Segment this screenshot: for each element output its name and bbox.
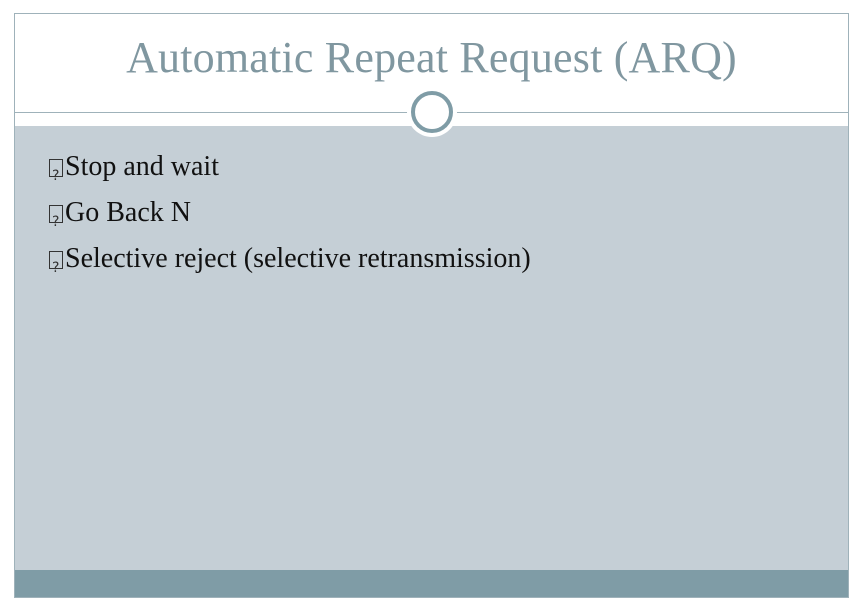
bullet-glyph-icon bbox=[49, 199, 63, 245]
bullet-text: Selective reject (selective retransmissi… bbox=[65, 243, 531, 274]
bullet-item: Selective reject (selective retransmissi… bbox=[49, 236, 531, 291]
footer-band bbox=[15, 570, 848, 597]
bullet-glyph-icon bbox=[49, 153, 63, 199]
slide-title: Automatic Repeat Request (ARQ) bbox=[126, 33, 737, 82]
circle-ring-icon bbox=[411, 91, 453, 133]
bullet-list: Stop and wait Go Back N Selective reject… bbox=[49, 144, 531, 291]
bullet-text: Go Back N bbox=[65, 197, 191, 228]
content-area bbox=[15, 126, 848, 570]
slide: Automatic Repeat Request (ARQ) Stop and … bbox=[14, 13, 849, 598]
bullet-item: Go Back N bbox=[49, 190, 531, 245]
bullet-item: Stop and wait bbox=[49, 144, 531, 199]
bullet-text: Stop and wait bbox=[65, 151, 219, 182]
bullet-glyph-icon bbox=[49, 245, 63, 291]
